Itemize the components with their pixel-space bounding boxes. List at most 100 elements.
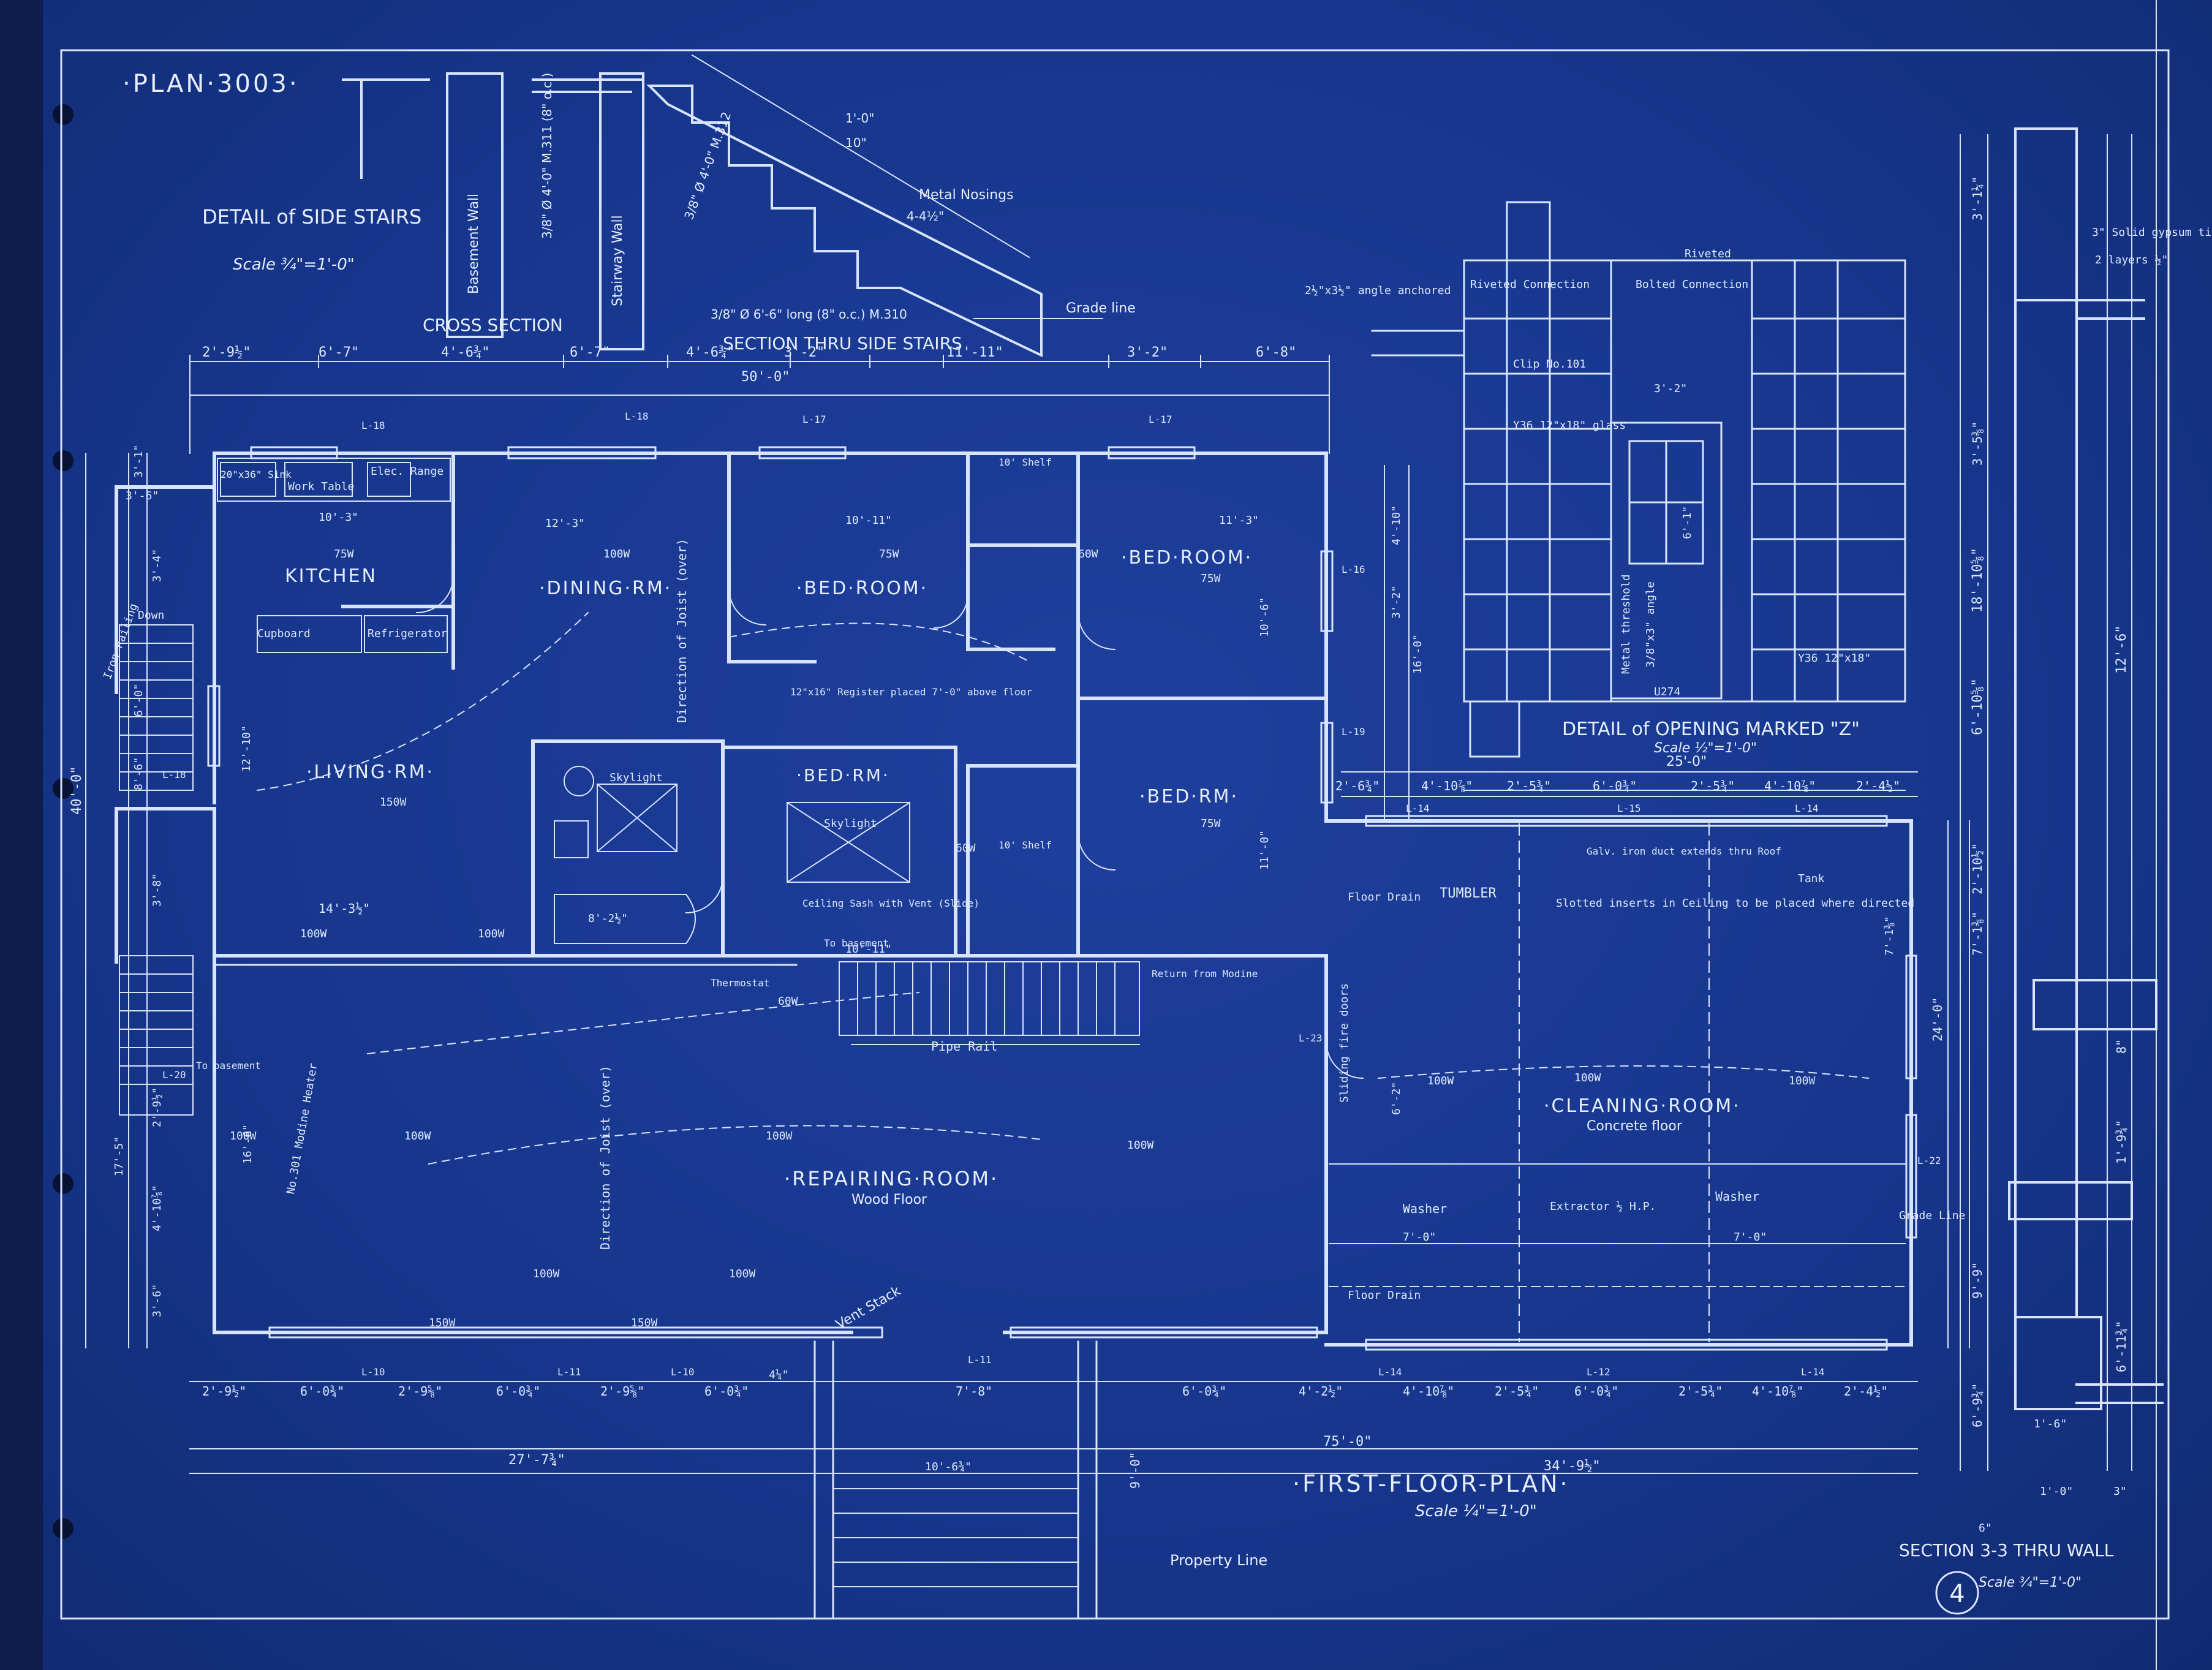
dimension: 2'-5¾" bbox=[1495, 1384, 1539, 1399]
binder-hole bbox=[53, 778, 74, 799]
equipment-label: TUMBLER bbox=[1440, 886, 1497, 901]
room-name: ·REPAIRING·ROOM· bbox=[784, 1167, 998, 1190]
register-label: 12"x16" Register placed 7'-0" above floo… bbox=[790, 686, 1032, 698]
room-subtitle: Concrete floor bbox=[1587, 1119, 1683, 1134]
lamp-wattage: 100W bbox=[1127, 1139, 1154, 1152]
lamp-wattage: 100W bbox=[1789, 1075, 1816, 1087]
binder-hole bbox=[53, 104, 74, 125]
dimension: 10'-11" bbox=[845, 514, 892, 527]
grade-line-label: Grade line bbox=[1066, 301, 1136, 316]
binder-hole bbox=[53, 1173, 74, 1194]
section-thru-label: SECTION THRU SIDE STAIRS bbox=[723, 333, 962, 353]
bathroom-fixtures bbox=[554, 766, 911, 944]
lamp-wattage: 75W bbox=[1201, 817, 1221, 830]
joist-lines bbox=[256, 611, 1870, 1165]
lamp-wattage: 100W bbox=[766, 1130, 793, 1143]
wall-dim: 2'-10½" bbox=[1970, 843, 1985, 894]
lamp-wattage: 100W bbox=[230, 1130, 257, 1143]
left-dimensions: 3'-1" 3'-6" 3'-4" 6'-0" 40'-0" 12'-10" 1… bbox=[69, 445, 370, 1317]
shelf-label: 10' Shelf bbox=[998, 456, 1052, 468]
dimension: 2'-5¾" bbox=[1691, 779, 1735, 793]
dimension: 4'-2½" bbox=[1299, 1384, 1343, 1399]
opening-note: Clip No.101 bbox=[1513, 358, 1586, 371]
opening-note: Metal threshold bbox=[1620, 574, 1633, 674]
property-line-label: Property Line bbox=[1170, 1552, 1267, 1569]
window-tag: L-15 bbox=[1617, 803, 1641, 814]
lamp-wattage: 100W bbox=[478, 928, 505, 940]
dimension: 4'-10" bbox=[1390, 505, 1403, 545]
interior-dimensions: 10'-3" 12'-3" 10'-11" 11'-3" 10'-6" 16'-… bbox=[319, 505, 1896, 1244]
dimension: 12'-3" bbox=[545, 517, 585, 530]
lamp-wattage: 75W bbox=[1201, 572, 1221, 585]
wall-dim: 7'-1⅜" bbox=[1970, 912, 1985, 956]
dimension: 4'-6¾" bbox=[441, 345, 489, 360]
dimension: 6'-7" bbox=[570, 345, 610, 360]
stairs-note: 3/8" Ø 4'-0" M.311 (8" o.c.) bbox=[540, 73, 554, 239]
dimension: 6'-7" bbox=[319, 345, 359, 360]
opening-detail-text: DETAIL of OPENING MARKED "Z" Scale ½"=1'… bbox=[1305, 247, 1871, 769]
wall-note: 2 layers ½" bbox=[2095, 254, 2168, 266]
room-name: ·BED·ROOM· bbox=[796, 578, 928, 599]
window-tag: L-20 bbox=[162, 1069, 186, 1081]
dimension: 4¼" bbox=[769, 1369, 789, 1381]
stairs-note: 3/8" Ø 4'-0" M.312 bbox=[681, 110, 734, 221]
wall-dim: 12'-6" bbox=[2114, 625, 2129, 674]
stairs-detail-text: DETAIL of SIDE STAIRS Scale ¾"=1'-0" CRO… bbox=[202, 73, 1136, 353]
dimension: 6'-0¾" bbox=[704, 1384, 749, 1399]
dimension: 8'-6" bbox=[132, 757, 145, 790]
metal-nosings-label: Metal Nosings bbox=[919, 187, 1014, 203]
dimension: 10'-11" bbox=[845, 943, 892, 956]
door-swings bbox=[415, 575, 1364, 1079]
dimension: 7'-0" bbox=[1734, 1231, 1767, 1244]
window-tag: L-17 bbox=[802, 414, 826, 425]
sheet-border bbox=[60, 49, 2170, 1620]
stairs-detail-drawing bbox=[342, 54, 1103, 358]
window-tag: L-14 bbox=[1406, 803, 1430, 814]
opening-note: 3/8"x3" angle bbox=[1644, 581, 1657, 668]
wall-note: 3" bbox=[2113, 1485, 2127, 1498]
equipment-label: Extractor ½ H.P. bbox=[1550, 1200, 1656, 1213]
dimension: 10'-6" bbox=[1258, 597, 1271, 637]
dimension: 4'-10⅞" bbox=[1764, 779, 1816, 793]
stairway-wall-label: Stairway Wall bbox=[610, 215, 625, 306]
stairs-detail-title: DETAIL of SIDE STAIRS bbox=[202, 205, 421, 229]
dimension: 7'-1⅜" bbox=[1883, 916, 1896, 956]
pipe-rail-label: Pipe Rail bbox=[931, 1039, 997, 1054]
wall-dim: 18'-10⅝" bbox=[1970, 548, 1985, 613]
fixture-label: Work Table bbox=[288, 480, 354, 493]
dimension: 2'-4½" bbox=[1844, 1384, 1888, 1399]
window-tag: L-11 bbox=[557, 1366, 581, 1378]
skylight-label: Skylight bbox=[610, 771, 663, 784]
opening-detail-dim: 25'-0" bbox=[1666, 754, 1707, 769]
drain-label: Floor Drain bbox=[1348, 891, 1421, 904]
shelf-label: 10' Shelf bbox=[998, 839, 1052, 851]
basement-label: To basement bbox=[824, 937, 889, 949]
sheet-number: 4 bbox=[1949, 1580, 1965, 1608]
window-tag: L-11 bbox=[968, 1354, 992, 1366]
dimension: 2'-9½" bbox=[202, 1384, 246, 1399]
fixture-label: Refrigerator bbox=[368, 627, 447, 640]
opening-note: 6'-1" bbox=[1681, 506, 1694, 539]
wall-dim: 6'-9¾" bbox=[1970, 1383, 1985, 1427]
dimension: 16'-0" bbox=[1411, 634, 1424, 674]
opening-note: Riveted bbox=[1685, 247, 1731, 260]
lamp-wattage: 100W bbox=[1574, 1071, 1601, 1084]
windows bbox=[207, 446, 1917, 1351]
wall-note: 6" bbox=[1979, 1522, 1992, 1535]
note-label: Slotted inserts in Ceiling to be placed … bbox=[1556, 897, 1914, 910]
bottom-dimensions: 2'-9½" 6'-0¾" 2'-9⅝" 6'-0¾" 2'-9⅝" 6'-0¾… bbox=[202, 1369, 1888, 1489]
down-label: Down bbox=[138, 609, 164, 622]
note-label: Galv. iron duct extends thru Roof bbox=[1587, 845, 1781, 857]
lamp-wattage: 100W bbox=[1427, 1075, 1454, 1087]
dimension: 3'-2" bbox=[1390, 586, 1403, 619]
dimension: 6'-0" bbox=[132, 684, 145, 717]
wall-section-scale: Scale ¾"=1'-0" bbox=[1979, 1575, 2082, 1590]
lamp-wattage: 150W bbox=[631, 1317, 658, 1329]
dimension: 14'-3½" bbox=[319, 901, 370, 916]
window-tag: L-14 bbox=[1801, 1366, 1825, 1378]
lamp-wattage: 75W bbox=[879, 548, 899, 561]
skylight-label: Skylight bbox=[824, 817, 877, 830]
basement-wall-label: Basement Wall bbox=[466, 194, 481, 294]
dimension: 2'-5¾" bbox=[1678, 1384, 1723, 1399]
dimension: 7'-0" bbox=[1403, 1231, 1436, 1244]
